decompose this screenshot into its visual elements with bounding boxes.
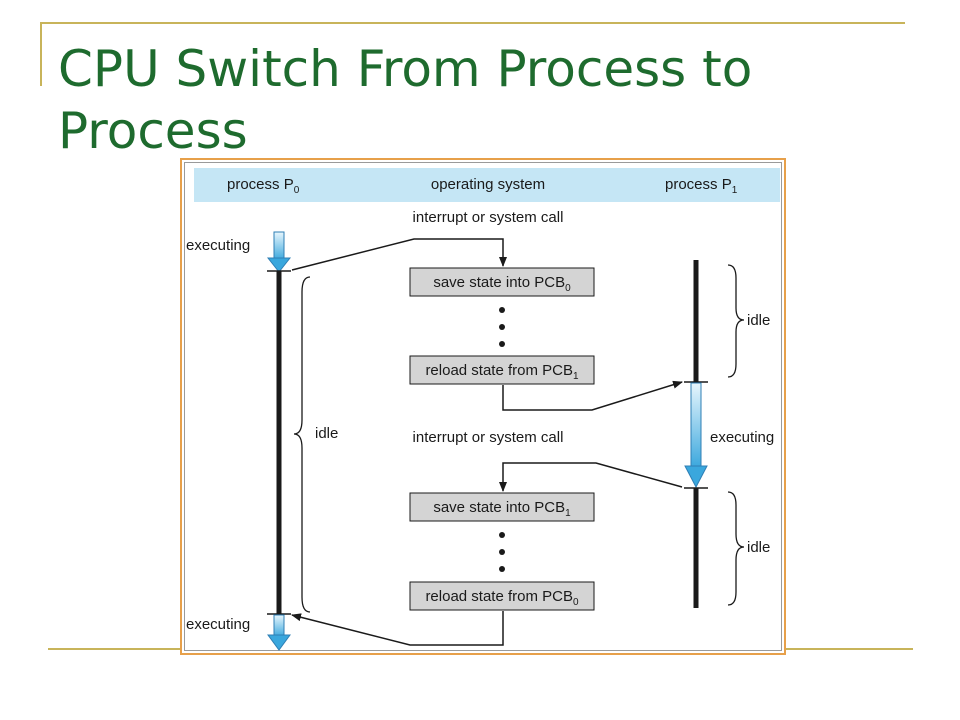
header-band <box>194 168 780 202</box>
p1-idle-label-top: idle <box>747 312 770 329</box>
arrow-reload-pcb0-to-p0 <box>291 611 504 646</box>
header-process-p1: process P1 <box>665 176 738 196</box>
ellipsis-dots-top <box>499 307 505 347</box>
p0-exec-arrow-bottom <box>267 614 291 651</box>
p1-idle-brace-top <box>727 264 745 378</box>
svg-text:reload state from PCB0: reload state from PCB0 <box>425 588 579 608</box>
context-switch-diagram: process P0 operating system process P1 i… <box>186 168 780 651</box>
header-process-p0: process P0 <box>227 176 300 196</box>
p0-idle-brace <box>293 276 311 613</box>
header-operating-system: operating system <box>431 176 545 193</box>
arrow-p0-to-save-pcb0 <box>291 238 507 271</box>
p1-idle-brace-bottom <box>727 491 745 606</box>
save-state-pcb1-box: save state into PCB1 <box>409 492 595 522</box>
p0-exec-arrow-top <box>266 231 292 273</box>
slide-title: CPU Switch From Process to Process <box>58 40 753 160</box>
p1-idle-label-bottom: idle <box>747 539 770 556</box>
svg-text:reload state from PCB1: reload state from PCB1 <box>425 362 579 382</box>
context-switch-figure: process P0 operating system process P1 i… <box>180 158 786 655</box>
p0-executing-label-bottom: executing <box>186 616 250 633</box>
reload-state-pcb0-box: reload state from PCB0 <box>409 581 595 611</box>
p0-idle-label: idle <box>315 425 338 442</box>
p1-exec-arrow <box>684 382 708 489</box>
figure-inner-border <box>184 162 782 651</box>
arrow-p1-to-save-pcb1 <box>499 462 683 492</box>
reload-state-pcb1-box: reload state from PCB1 <box>409 355 595 385</box>
p0-executing-label-top: executing <box>186 237 250 254</box>
ellipsis-dots-bottom <box>499 532 505 572</box>
svg-text:save state into PCB0: save state into PCB0 <box>433 274 571 294</box>
interrupt-label-2: interrupt or system call <box>413 429 564 446</box>
arrow-reload-pcb1-to-p1 <box>502 380 683 411</box>
p1-executing-label: executing <box>710 429 774 446</box>
interrupt-label-1: interrupt or system call <box>413 209 564 226</box>
decorative-top-rule <box>40 22 905 24</box>
svg-text:save state into PCB1: save state into PCB1 <box>433 499 571 519</box>
decorative-left-rule <box>40 22 42 86</box>
save-state-pcb0-box: save state into PCB0 <box>409 267 595 297</box>
